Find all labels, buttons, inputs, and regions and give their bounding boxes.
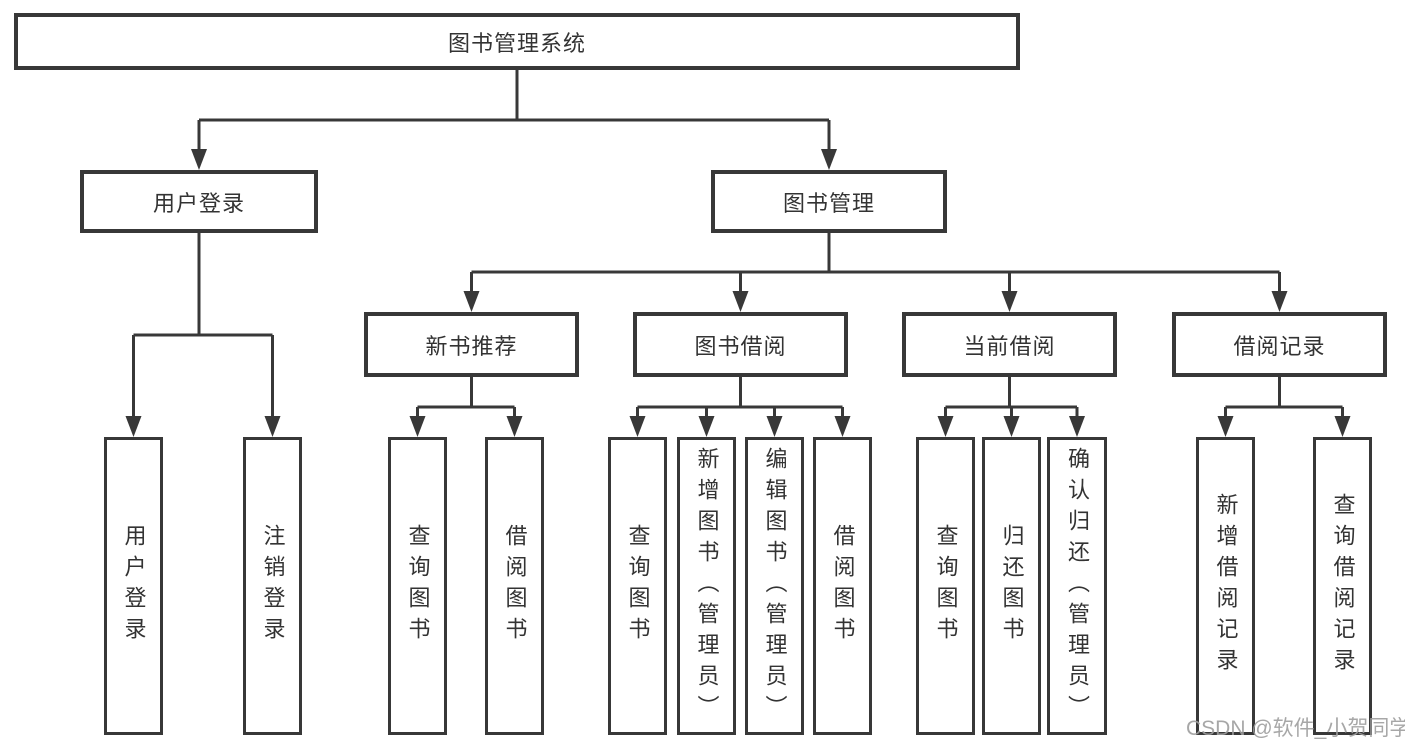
- node-root-label: 图书管理系统: [447, 30, 586, 56]
- node-logout-label: 注销登录: [260, 524, 286, 648]
- node-borrowing-borrow-books-label: 借阅图书: [830, 524, 856, 648]
- node-borrowing-records-label: 借阅记录: [1233, 333, 1326, 359]
- node-book-borrowing: 图书借阅: [633, 312, 848, 377]
- node-current-query-books-label: 查询图书: [933, 524, 959, 648]
- node-current-confirm-return-admin: 确认归还（管理员）: [1047, 437, 1107, 735]
- node-recommend-query-books: 查询图书: [388, 437, 447, 735]
- node-records-add-record-label: 新增借阅记录: [1213, 493, 1239, 679]
- node-current-confirm-return-admin-label: 确认归还（管理员）: [1065, 446, 1090, 726]
- node-logout: 注销登录: [243, 437, 302, 735]
- node-current-borrowing-label: 当前借阅: [963, 333, 1056, 359]
- node-current-query-books: 查询图书: [916, 437, 975, 735]
- node-records-query-record-label: 查询借阅记录: [1330, 493, 1356, 679]
- node-new-book-recommend-label: 新书推荐: [425, 333, 518, 359]
- node-records-query-record: 查询借阅记录: [1313, 437, 1372, 735]
- node-user-login: 用户登录: [80, 170, 318, 233]
- node-borrowing-edit-books-admin-label: 编辑图书（管理员）: [762, 446, 788, 726]
- node-user-login-label: 用户登录: [152, 190, 245, 216]
- node-login-label: 用户登录: [121, 524, 147, 648]
- node-records-add-record: 新增借阅记录: [1196, 437, 1255, 735]
- node-recommend-borrow-books: 借阅图书: [485, 437, 544, 735]
- node-current-borrowing: 当前借阅: [902, 312, 1117, 377]
- node-current-return-books-label: 归还图书: [999, 524, 1025, 648]
- node-borrowing-edit-books-admin: 编辑图书（管理员）: [745, 437, 804, 735]
- csdn-watermark: CSDN @软件_小贺同学: [1186, 717, 1405, 740]
- node-borrowing-records: 借阅记录: [1172, 312, 1387, 377]
- node-current-return-books: 归还图书: [982, 437, 1041, 735]
- node-recommend-query-books-label: 查询图书: [405, 524, 431, 648]
- node-borrowing-add-books-admin: 新增图书（管理员）: [677, 437, 736, 735]
- node-borrowing-query-books: 查询图书: [608, 437, 667, 735]
- node-borrowing-add-books-admin-label: 新增图书（管理员）: [694, 446, 720, 726]
- node-root: 图书管理系统: [14, 13, 1020, 70]
- node-book-borrowing-label: 图书借阅: [694, 333, 787, 359]
- node-borrowing-borrow-books: 借阅图书: [813, 437, 872, 735]
- node-login: 用户登录: [104, 437, 163, 735]
- node-book-management-label: 图书管理: [782, 190, 875, 216]
- node-new-book-recommend: 新书推荐: [364, 312, 579, 377]
- node-borrowing-query-books-label: 查询图书: [625, 524, 651, 648]
- node-recommend-borrow-books-label: 借阅图书: [502, 524, 528, 648]
- node-book-management: 图书管理: [711, 170, 947, 233]
